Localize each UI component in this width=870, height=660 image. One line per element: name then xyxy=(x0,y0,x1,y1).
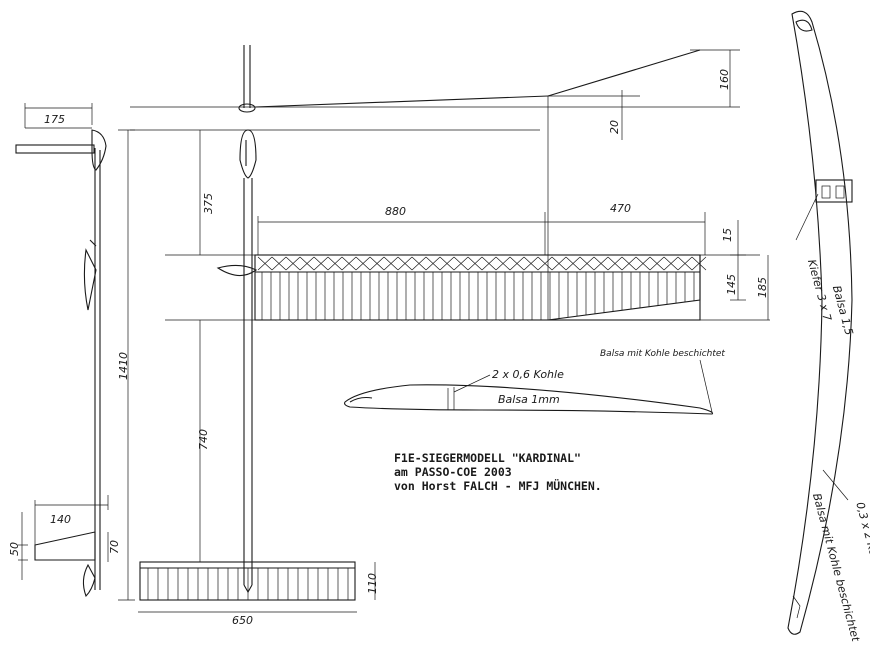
wing-truss xyxy=(271,256,287,271)
wing-truss xyxy=(593,256,609,271)
dim-stab-chord: 110 xyxy=(366,573,379,594)
wing-truss xyxy=(537,256,553,271)
dim-wing-outer-span: 470 xyxy=(610,202,631,215)
wing-truss xyxy=(355,256,371,271)
wing-truss xyxy=(691,256,707,271)
note-profile-carbon: 2 x 0,6 Kohle xyxy=(492,368,564,381)
dim-wing-inner-span: 880 xyxy=(385,205,406,218)
dim-fin-offset: 50 xyxy=(8,542,21,556)
wing-truss xyxy=(285,256,301,271)
title-block: F1E-SIEGERMODELL "KARDINAL" am PASSO-COE… xyxy=(394,451,602,493)
wing-truss xyxy=(439,256,455,271)
dim-fin-top: 175 xyxy=(44,113,65,126)
stab-ribs xyxy=(147,568,349,600)
dim-nose-to-wing: 375 xyxy=(202,193,215,214)
wing-truss xyxy=(551,256,567,271)
wing-ribs xyxy=(257,256,707,320)
wing-truss xyxy=(369,256,385,271)
wing-truss xyxy=(257,256,273,271)
dim-dihedral-step: 20 xyxy=(608,120,621,134)
wing-truss xyxy=(383,256,399,271)
dim-fin-root-height: 70 xyxy=(108,540,121,554)
dim-wing-tip-chord: 145 xyxy=(725,274,738,295)
wing-truss xyxy=(341,256,357,271)
wing-truss xyxy=(565,256,581,271)
dim-wing-to-stab: 740 xyxy=(197,429,210,450)
dim-dihedral-height: 160 xyxy=(718,69,731,90)
wing-truss xyxy=(299,256,315,271)
title-line-1: F1E-SIEGERMODELL "KARDINAL" xyxy=(394,451,581,465)
airfoil-profile: 2 x 0,6 Kohle Balsa 1mm Balsa mit Kohle … xyxy=(344,349,725,415)
note-profile-te: Balsa mit Kohle beschichtet xyxy=(600,349,725,359)
dim-fin-bottom: 140 xyxy=(50,513,71,526)
wing-truss xyxy=(509,256,525,271)
top-view: 160 20 375 740 880 470 15 145 xyxy=(130,45,770,627)
dim-wing-root-chord: 185 xyxy=(756,277,769,298)
wing-truss xyxy=(663,256,679,271)
wing-truss xyxy=(481,256,497,271)
title-line-2: am PASSO-COE 2003 xyxy=(394,465,512,479)
dim-fuselage-length: 1410 xyxy=(117,352,130,380)
wing-truss xyxy=(607,256,623,271)
wing-truss xyxy=(327,256,343,271)
wing-truss xyxy=(579,256,595,271)
note-profile-balsa: Balsa 1mm xyxy=(498,393,560,406)
note-rib-te: Balsa mit Kohle beschichtet xyxy=(810,492,862,644)
wing-truss xyxy=(649,256,665,271)
wing-truss xyxy=(411,256,427,271)
dim-stab-span: 650 xyxy=(232,614,253,627)
wing-truss xyxy=(635,256,651,271)
wing-truss xyxy=(397,256,413,271)
fuselage-side-view: 175 140 70 50 1410 xyxy=(8,103,135,601)
wing-truss xyxy=(425,256,441,271)
wing-truss xyxy=(313,256,329,271)
wing-truss xyxy=(453,256,469,271)
wing-truss xyxy=(677,256,693,271)
wing-truss xyxy=(523,256,539,271)
note-rib-carbon: 0,3 x 2 Kohle xyxy=(853,501,870,574)
note-rib-spar: Kiefer 3 x 7 xyxy=(805,258,834,322)
wing-truss xyxy=(495,256,511,271)
rib-detail: Kiefer 3 x 7 Balsa 1,5 0,3 x 2 Kohle Bal… xyxy=(787,10,870,644)
wing-truss xyxy=(467,256,483,271)
title-line-3: von Horst FALCH - MFJ MÜNCHEN. xyxy=(394,478,602,493)
wing-truss xyxy=(621,256,637,271)
dim-wing-tip-offset: 15 xyxy=(721,228,734,242)
